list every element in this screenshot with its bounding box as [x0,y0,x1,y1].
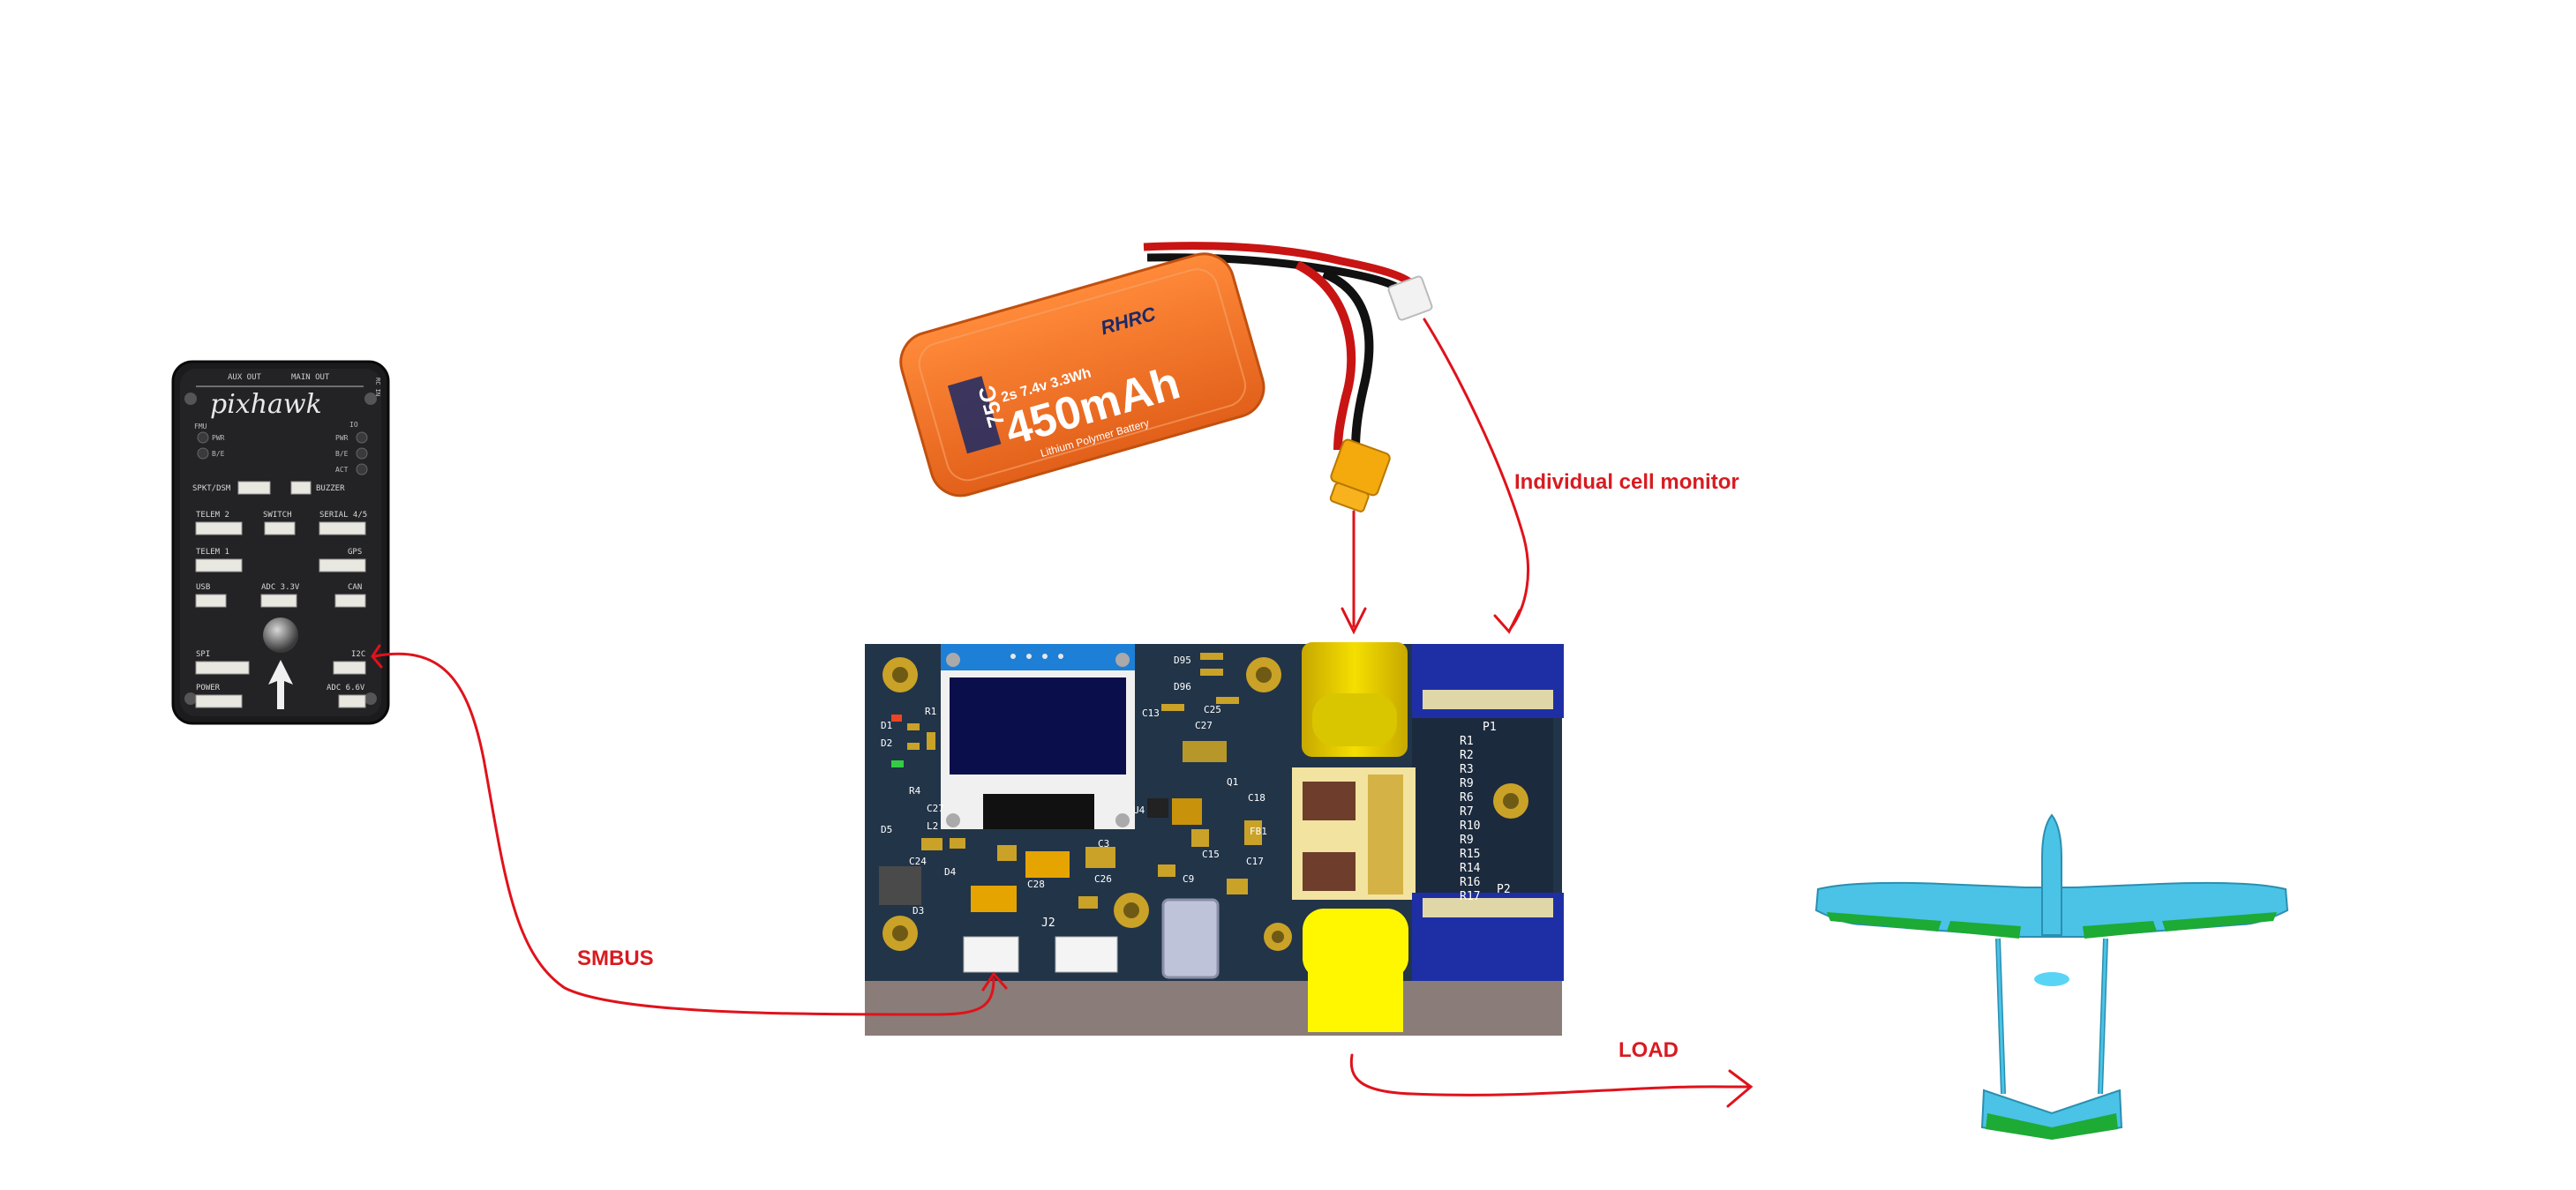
svg-text:B/E: B/E [335,450,349,458]
svg-text:IO: IO [349,421,358,429]
usb-c-port [1163,900,1218,977]
svg-text:R9: R9 [1460,834,1474,847]
pixhawk-rc-in-label: RC IN [374,378,381,396]
svg-text:R10: R10 [1460,820,1480,833]
svg-text:D3: D3 [912,905,924,917]
svg-text:SERIAL 4/5: SERIAL 4/5 [319,511,367,520]
oled-display [941,644,1135,829]
pixhawk-safety-dome [263,617,298,653]
svg-text:TELEM 1: TELEM 1 [196,548,229,557]
svg-text:R14: R14 [1460,862,1481,875]
bms-pcb: J2 P1 R1 R2 [865,642,1564,1036]
svg-text:C27: C27 [927,803,944,814]
svg-text:BUZZER: BUZZER [316,484,345,493]
svg-text:C25: C25 [1204,704,1221,715]
xt-board-connector-bottom [1303,909,1408,1032]
label-smbus: SMBUS [577,947,654,970]
svg-text:CAN: CAN [348,583,362,592]
svg-text:R17: R17 [1460,890,1480,903]
svg-text:D5: D5 [881,824,892,835]
svg-text:D2: D2 [881,737,892,749]
svg-text:R16: R16 [1460,876,1480,889]
svg-text:D4: D4 [944,866,957,878]
svg-text:C13: C13 [1142,707,1160,719]
svg-text:C28: C28 [1027,879,1045,890]
svg-text:USB: USB [196,583,210,592]
svg-text:Q1: Q1 [1227,776,1238,788]
label-cell-monitor: Individual cell monitor [1514,470,1739,494]
cell-tap-header-top [1412,644,1564,718]
svg-text:R6: R6 [1460,791,1474,805]
svg-text:R3: R3 [1460,763,1474,776]
svg-text:POWER: POWER [196,684,221,692]
pixhawk-aux-out-label: AUX OUT [228,373,262,382]
pcb-j2-label: J2 [1041,917,1055,930]
svg-text:R2: R2 [1460,749,1474,762]
svg-text:R1: R1 [1460,735,1474,748]
aircraft-icon [1816,815,2287,1140]
svg-text:SWITCH: SWITCH [263,511,292,520]
svg-text:ACT: ACT [335,466,349,474]
svg-text:C3: C3 [1098,838,1109,849]
svg-text:FB1: FB1 [1250,826,1267,837]
svg-text:B/E: B/E [212,450,225,458]
svg-text:P2: P2 [1497,883,1511,896]
svg-text:D96: D96 [1174,681,1191,692]
svg-text:U4: U4 [1133,805,1145,816]
svg-text:C24: C24 [909,856,927,867]
svg-text:C27: C27 [1195,720,1213,731]
svg-text:TELEM 2: TELEM 2 [196,511,229,520]
svg-text:R9: R9 [1460,777,1474,790]
label-load: LOAD [1618,1038,1679,1062]
shunt-resistors [1292,767,1416,900]
svg-text:P1: P1 [1483,721,1497,734]
cell-tap-header-bottom [1412,893,1564,981]
xt-connector [1323,438,1391,515]
arrow-load-head [1728,1071,1751,1106]
svg-text:C26: C26 [1094,873,1112,885]
svg-text:C18: C18 [1248,792,1265,804]
xt-board-connector-top [1302,642,1408,757]
svg-text:ADC 3.3V: ADC 3.3V [261,583,300,592]
arrow-load [1351,1055,1749,1095]
svg-text:R1: R1 [925,706,936,717]
svg-text:SPI: SPI [196,650,210,659]
svg-text:I2C: I2C [351,650,365,659]
svg-text:L2: L2 [927,820,938,832]
lipo-battery: 75C 2s 7.4v 3.3Wh 450mAh Lithium Polymer… [894,246,1433,515]
svg-text:ADC 6.6V: ADC 6.6V [327,684,365,692]
arrow-cell-monitor [1424,319,1528,628]
svg-text:PWR: PWR [212,434,225,442]
svg-text:D1: D1 [881,720,892,731]
svg-text:C9: C9 [1183,873,1194,885]
svg-text:C17: C17 [1246,856,1264,867]
svg-text:SPKT/DSM: SPKT/DSM [192,484,231,493]
pixhawk-controller: AUX OUT MAIN OUT RC IN pixhawk FMU PWR B… [173,362,388,723]
svg-text:R7: R7 [1460,805,1474,819]
svg-text:R4: R4 [909,785,921,797]
svg-text:PWR: PWR [335,434,349,442]
svg-text:D95: D95 [1174,655,1191,666]
pixhawk-main-out-label: MAIN OUT [291,373,330,382]
pixhawk-brand: pixhawk [210,389,322,420]
svg-text:R15: R15 [1460,848,1480,861]
svg-text:FMU: FMU [194,423,207,430]
svg-text:C15: C15 [1202,849,1220,860]
svg-text:GPS: GPS [348,548,362,557]
